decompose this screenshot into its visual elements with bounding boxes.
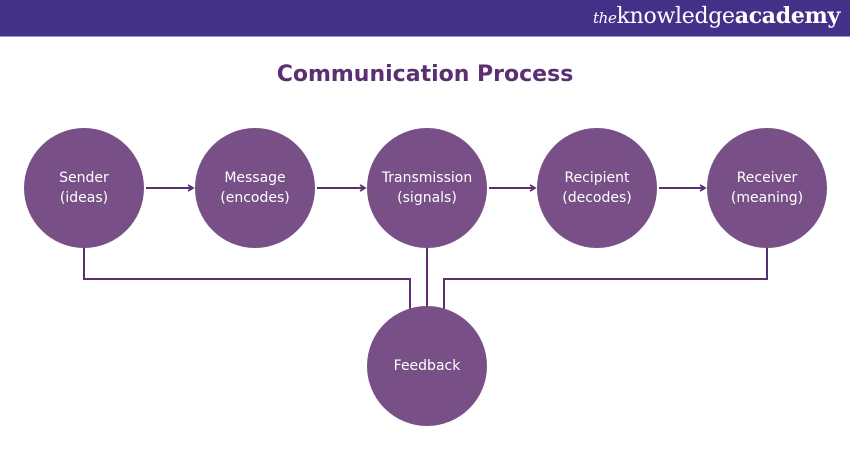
logo-word-academy: academy: [734, 3, 841, 29]
feedback-line-receiver: [443, 248, 768, 310]
node-receiver-label: Receiver: [736, 170, 798, 186]
header-bar: theknowledgeacademy: [0, 0, 850, 37]
node-message-sublabel: (encodes): [220, 190, 290, 206]
node-receiver: Receiver (meaning): [707, 128, 827, 248]
node-recipient-sublabel: (decodes): [562, 190, 632, 206]
node-receiver-sublabel: (meaning): [730, 190, 804, 206]
node-sender: Sender (ideas): [24, 128, 144, 248]
node-transmission-sublabel: (signals): [397, 190, 457, 206]
node-feedback-label: Feedback: [393, 358, 461, 374]
node-feedback: Feedback: [367, 306, 487, 426]
logo-word-knowledge: knowledge: [616, 4, 735, 29]
diagram-title: Communication Process: [276, 62, 574, 87]
node-sender-label: Sender: [59, 170, 109, 186]
node-message-label: Message: [224, 170, 286, 186]
node-transmission: Transmission (signals): [367, 128, 487, 248]
node-transmission-label: Transmission: [381, 170, 473, 186]
logo-prefix: the: [592, 9, 617, 27]
node-recipient-label: Recipient: [564, 170, 630, 186]
node-recipient: Recipient (decodes): [537, 128, 657, 248]
node-sender-sublabel: (ideas): [59, 190, 109, 206]
node-message: Message (encodes): [195, 128, 315, 248]
feedback-line-sender: [83, 248, 411, 310]
brand-logo[interactable]: theknowledgeacademy: [593, 3, 840, 29]
